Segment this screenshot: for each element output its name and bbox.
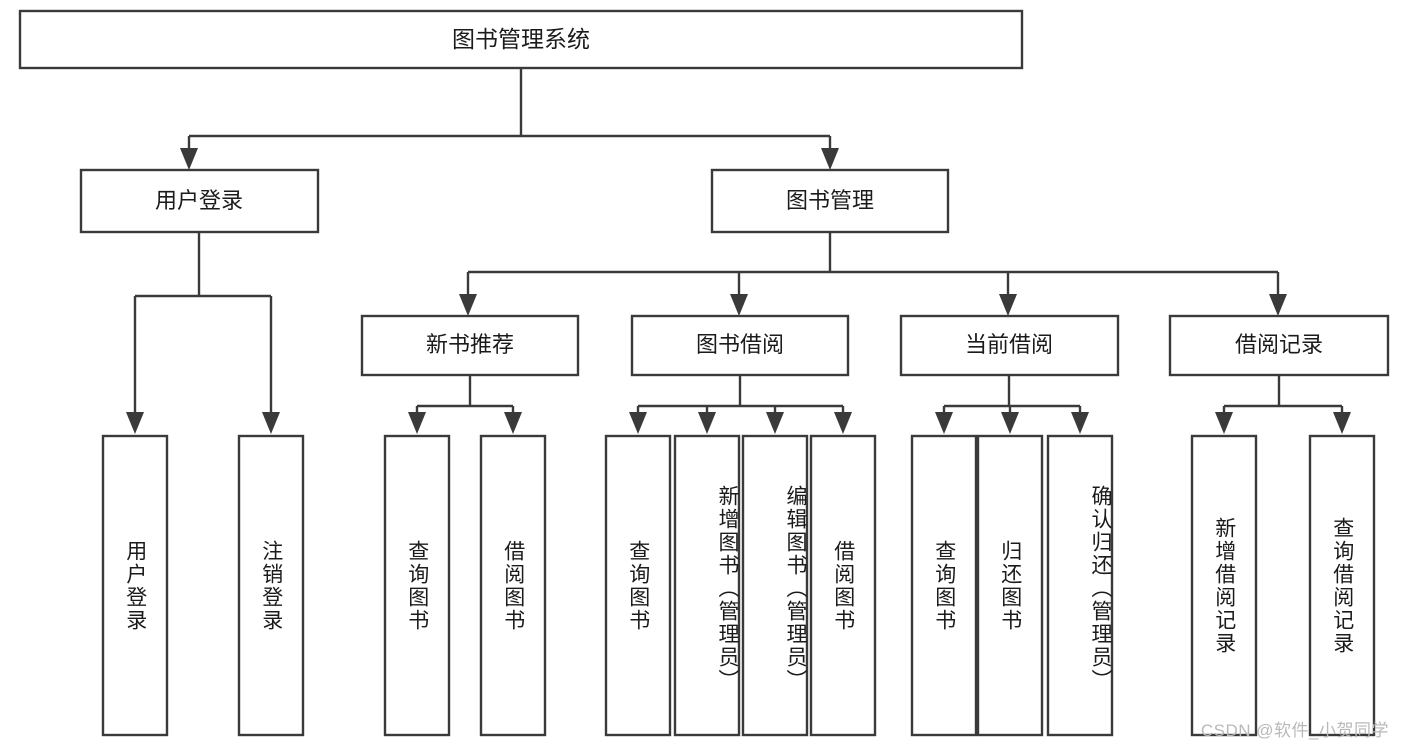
connectors-group: [126, 68, 1351, 434]
arrowhead-current-borrow: [999, 294, 1017, 316]
arrowhead-bb-leaf3: [766, 412, 784, 434]
arrowhead-borrow-record: [1269, 294, 1287, 316]
arrowhead-cb-leaf2: [1001, 412, 1019, 434]
node-user-login[interactable]: 用户登录: [79, 168, 320, 234]
node-user-login-box[interactable]: [79, 168, 320, 234]
leaf-box-user-login[interactable]: [101, 434, 169, 737]
arrowhead-cb-leaf1: [935, 412, 953, 434]
node-book-borrow[interactable]: 图书借阅: [630, 314, 850, 377]
node-current-borrow[interactable]: 当前借阅: [899, 314, 1120, 377]
arrowhead-new-book: [459, 294, 477, 316]
node-book-management[interactable]: 图书管理: [710, 168, 950, 234]
leaf-box-cb-return-book[interactable]: [976, 434, 1044, 737]
leaf-box-bb-add-book[interactable]: [673, 434, 741, 737]
node-borrow-record-label: 借阅记录: [1235, 332, 1323, 357]
node-book-management-box[interactable]: [710, 168, 950, 234]
arrowhead-book-borrow: [730, 294, 748, 316]
leaf-box-bb-edit-book[interactable]: [741, 434, 809, 737]
leaf-box-bb-borrow-book[interactable]: [809, 434, 877, 737]
leaf-box-bb-query-book[interactable]: [604, 434, 672, 737]
node-book-borrow-label: 图书借阅: [696, 332, 784, 357]
node-book-management-label: 图书管理: [786, 188, 874, 213]
node-root-label: 图书管理系统: [452, 26, 590, 52]
node-book-borrow-box[interactable]: [630, 314, 850, 377]
arrowhead-cb-leaf3: [1071, 412, 1089, 434]
node-root[interactable]: 图书管理系统: [18, 9, 1024, 70]
node-new-book-recommend-label: 新书推荐: [426, 332, 514, 357]
arrowhead-br-leaf1: [1215, 412, 1233, 434]
node-new-book-recommend-box[interactable]: [360, 314, 580, 377]
arrowhead-user-login: [180, 148, 198, 170]
leaf-box-cb-confirm-return[interactable]: [1046, 434, 1114, 737]
arrowhead-bb-leaf1: [629, 412, 647, 434]
arrowhead-leaf-logout: [262, 412, 280, 434]
leaf-box-br-add-record[interactable]: [1190, 434, 1258, 737]
arrowhead-br-leaf2: [1333, 412, 1351, 434]
node-borrow-record-box[interactable]: [1168, 314, 1390, 377]
leaf-box-logout[interactable]: [237, 434, 305, 737]
arrowhead-bb-leaf2: [698, 412, 716, 434]
node-current-borrow-label: 当前借阅: [965, 332, 1053, 357]
leaf-box-nb-query-book[interactable]: [383, 434, 451, 737]
arrowhead-nb-leaf1: [408, 412, 426, 434]
node-root-box[interactable]: [18, 9, 1024, 70]
watermark-text: CSDN @软件_小贺同学: [1200, 721, 1389, 740]
node-current-borrow-box[interactable]: [899, 314, 1120, 377]
leaf-box-br-query-record[interactable]: [1308, 434, 1376, 737]
node-user-login-label: 用户登录: [155, 188, 243, 213]
leaf-box-nb-borrow-book[interactable]: [479, 434, 547, 737]
arrowhead-book-manage: [821, 148, 839, 170]
node-borrow-record[interactable]: 借阅记录: [1168, 314, 1390, 377]
arrowhead-leaf-user-login: [126, 412, 144, 434]
arrowhead-bb-leaf4: [834, 412, 852, 434]
leaf-box-cb-query-book[interactable]: [910, 434, 978, 737]
arrowhead-nb-leaf2: [504, 412, 522, 434]
node-new-book-recommend[interactable]: 新书推荐: [360, 314, 580, 377]
